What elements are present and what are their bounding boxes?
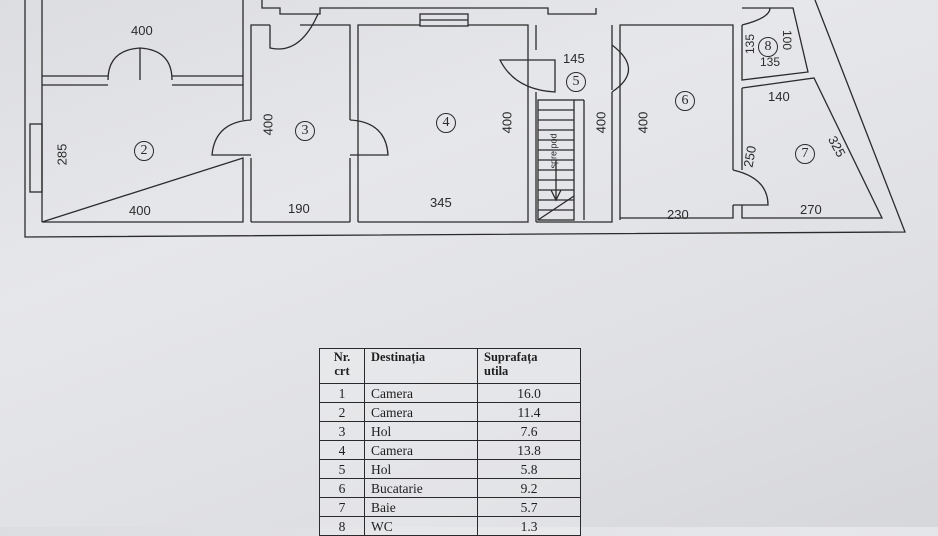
dim-room8-a: 135 xyxy=(743,33,758,55)
row-nr: 2 xyxy=(319,402,365,422)
room-number-7: 7 xyxy=(795,144,815,164)
header-destination: Destinația xyxy=(364,348,478,384)
dim-room6-depth: 400 xyxy=(635,111,651,134)
room-5-walls xyxy=(535,25,613,223)
row-nr: 5 xyxy=(319,459,365,479)
row-destination: Bucatarie xyxy=(364,478,478,498)
row-destination: Camera xyxy=(364,402,478,422)
row-nr: 4 xyxy=(319,440,365,460)
row-area: 1.3 xyxy=(477,516,581,536)
row-nr: 7 xyxy=(319,497,365,517)
dim-room5-depth: 400 xyxy=(593,111,609,134)
row-destination: Camera xyxy=(364,440,478,460)
row-destination: WC xyxy=(364,516,478,536)
dim-room8-c: 100 xyxy=(780,29,795,51)
room-4-walls xyxy=(357,24,529,223)
header-nr: Nr. crt xyxy=(319,348,365,384)
dim-room8-b: 135 xyxy=(760,55,781,69)
dim-room5-width: 145 xyxy=(563,51,585,66)
dim-room2-depth: 285 xyxy=(54,143,70,166)
stair-label: spre pod xyxy=(548,133,559,169)
dim-room7-side: 250 xyxy=(740,144,760,169)
room-number-5: 5 xyxy=(566,72,586,92)
dim-room4-depth: 400 xyxy=(499,111,515,134)
room-3-walls xyxy=(250,24,351,222)
dim-room3-depth: 400 xyxy=(260,113,276,136)
row-nr: 6 xyxy=(319,478,365,498)
row-area: 9.2 xyxy=(477,478,581,498)
room-8-walls xyxy=(741,7,809,81)
dim-room6-width: 230 xyxy=(667,207,689,222)
row-destination: Baie xyxy=(364,497,478,517)
row-area: 11.4 xyxy=(477,402,581,422)
room-number-6: 6 xyxy=(675,91,695,111)
row-destination: Camera xyxy=(364,383,478,403)
row-destination: Hol xyxy=(364,421,478,441)
room-7-walls xyxy=(741,77,884,219)
header-area: Suprafața utila xyxy=(477,348,581,384)
dim-room4-width: 345 xyxy=(430,195,452,210)
dim-room7-top: 140 xyxy=(768,89,790,104)
dim-room7-bottom: 270 xyxy=(800,202,822,217)
table-header-row: Nr. crt Destinația Suprafața utila xyxy=(319,348,581,384)
dim-room1-width: 400 xyxy=(131,23,153,38)
room-number-3: 3 xyxy=(295,121,315,141)
row-nr: 8 xyxy=(319,516,365,536)
row-destination: Hol xyxy=(364,459,478,479)
room-6-walls xyxy=(619,24,734,220)
staircase xyxy=(537,99,585,221)
row-area: 5.7 xyxy=(477,497,581,517)
room-1-walls xyxy=(41,0,244,77)
row-area: 16.0 xyxy=(477,383,581,403)
row-nr: 3 xyxy=(319,421,365,441)
row-area: 7.6 xyxy=(477,421,581,441)
row-area: 13.8 xyxy=(477,440,581,460)
outer-wall xyxy=(24,0,906,238)
room-number-2: 2 xyxy=(134,141,154,161)
dim-room3-width: 190 xyxy=(288,201,310,216)
dim-room2-width: 400 xyxy=(129,203,151,218)
row-nr: 1 xyxy=(319,383,365,403)
row-area: 5.8 xyxy=(477,459,581,479)
room-number-4: 4 xyxy=(436,113,456,133)
room-number-8: 8 xyxy=(758,37,778,57)
